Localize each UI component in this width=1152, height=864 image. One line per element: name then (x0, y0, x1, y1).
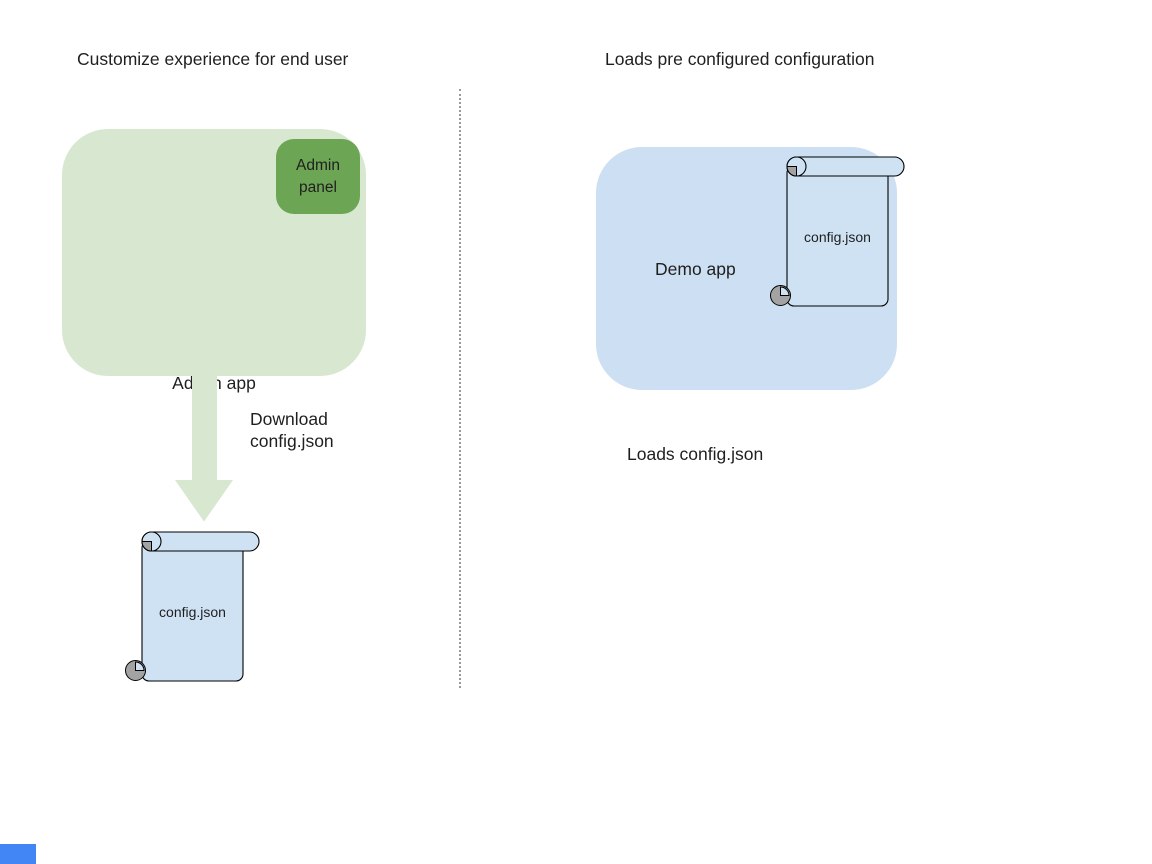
download-arrow (175, 376, 233, 522)
loads-config-caption: Loads config.json (627, 444, 764, 464)
admin-app-box: Admin app Admin panel (62, 129, 366, 393)
scroll-shape-icon (770, 156, 905, 307)
admin-panel-label: Admin panel (296, 156, 340, 196)
config-json-scroll-right: config.json (769, 156, 905, 308)
download-config-label: Download config.json (250, 409, 334, 451)
section-divider (459, 89, 461, 688)
right-section-title: Loads pre configured configuration (605, 49, 875, 69)
left-section-title: Customize experience for end user (77, 49, 349, 69)
down-arrow-icon (175, 376, 233, 522)
config-json-label-left: config.json (159, 604, 226, 620)
scroll-bottom-curl-notch (135, 661, 145, 671)
scroll-top-curl-shading (786, 166, 797, 177)
scroll-top-curl-shading (141, 541, 152, 552)
corner-accent-square (0, 844, 36, 864)
config-json-label-right: config.json (804, 229, 871, 245)
scroll-bottom-curl-notch (780, 286, 790, 296)
demo-app-label: Demo app (655, 259, 736, 279)
admin-panel-badge: Admin panel (276, 139, 360, 214)
scroll-shape-icon (125, 531, 260, 682)
config-json-scroll-left: config.json (124, 531, 260, 683)
